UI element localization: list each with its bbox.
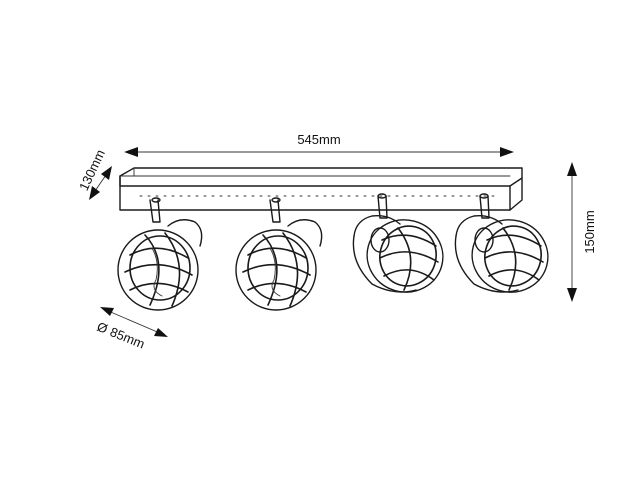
spotlight-3-socket [370,227,390,253]
length-label: 545mm [297,132,340,147]
spotlight-4-shade [471,219,549,293]
spotlight-2-shade [235,229,317,311]
diameter-symbol: Ø [95,319,110,337]
dimension-diameter: Ø 85mm [95,307,168,352]
mounting-bar [119,167,523,211]
spotlight-1-shade [117,229,199,311]
spotlight-3-shade [366,219,444,293]
depth-label: 130mm [76,147,108,193]
spotlight-1 [117,197,203,311]
spotlight-2 [235,197,323,311]
spotlight-3 [352,193,444,293]
height-label: 150mm [582,210,597,253]
diameter-label: 85mm [108,324,147,351]
dimension-height: 150mm [567,162,597,302]
spotlight-4-socket [474,227,494,253]
dimension-depth: 130mm [76,147,112,200]
spotlight-4 [454,193,549,293]
dimension-length: 545mm [124,132,514,157]
